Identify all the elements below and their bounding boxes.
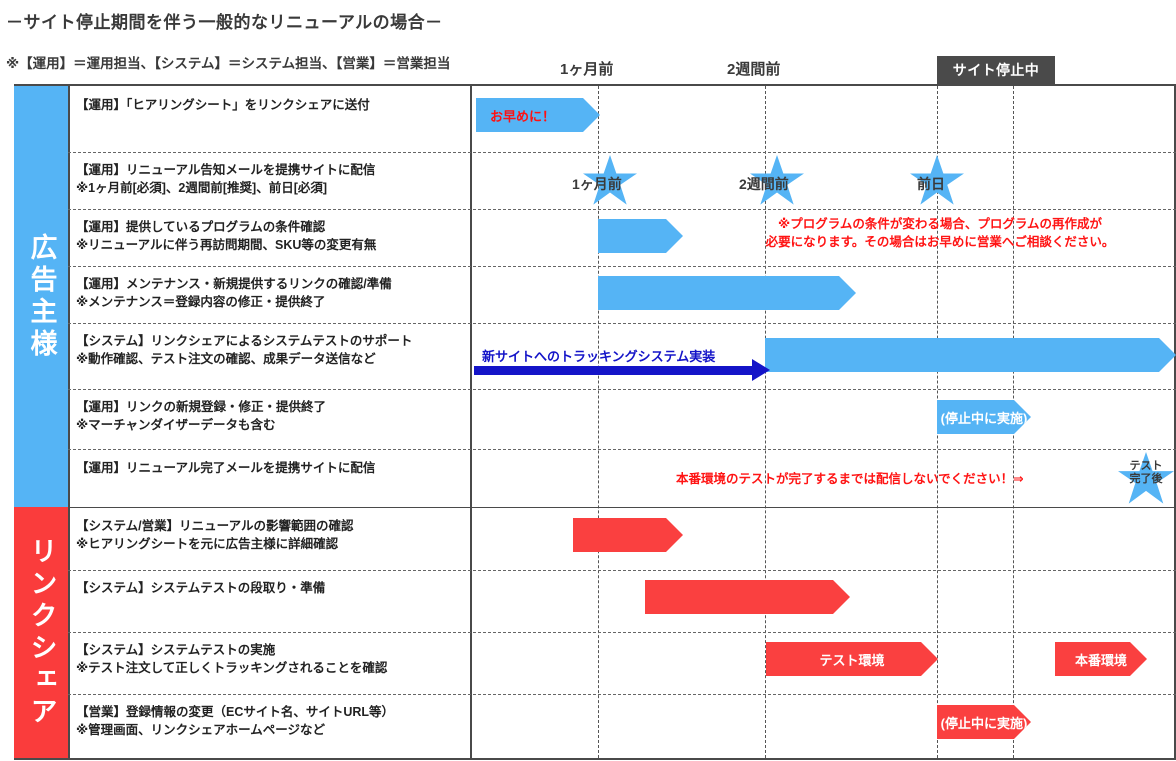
star-label-2weeks: 2週間前 [739, 176, 789, 192]
grid-top-border [14, 84, 1176, 86]
tracking-implementation-arrow-head [752, 359, 770, 381]
row-separator [68, 694, 1176, 695]
row-label-4: 【システム】リンクシェアによるシステムテストのサポート ※動作確認、テスト注文の… [76, 332, 476, 368]
row-title: 【システム/営業】リニューアルの影響範囲の確認 [76, 519, 354, 533]
row-title: 【運用】リニューアル告知メールを提携サイトに配信 [76, 163, 376, 177]
group-band-linkshare: リンクシェア [14, 507, 68, 758]
star-label-1month: 1ヶ月前 [572, 176, 622, 192]
row-label-1: 【運用】リニューアル告知メールを提携サイトに配信 ※1ヶ月前[必須]、2週間前[… [76, 161, 468, 197]
bar-test-environment[interactable]: テスト環境 [766, 642, 938, 676]
bar-production-environment[interactable]: 本番環境 [1055, 642, 1147, 676]
bar-label: (停止中に実施) [940, 715, 1028, 731]
label-column-divider [68, 86, 70, 758]
bar-label: (停止中に実施) [940, 410, 1028, 426]
row-title: 【システム】システムテストの段取り・準備 [76, 581, 326, 595]
row-separator [68, 570, 1176, 571]
legend-note: ※【運用】＝運用担当、【システム】＝システム担当、【営業】＝営業担当 [6, 56, 451, 71]
row-separator [68, 389, 1176, 390]
star-label-line1: テスト [1129, 460, 1163, 472]
row-title: 【営業】登録情報の変更（ECサイト名、サイトURL等） [76, 705, 395, 719]
bar-label: お早めに！ [490, 108, 556, 124]
row-title: 【運用】「ヒアリングシート」をリンクシェアに送付 [76, 98, 370, 112]
row-subtitle: ※リニューアルに伴う再訪問期間、SKU等の変更有無 [76, 238, 377, 253]
row-label-8: 【システム】システムテストの段取り・準備 [76, 579, 468, 597]
page-title: －サイト停止期間を伴う一般的なリニューアルの場合－ [6, 13, 443, 32]
bar-impact-scope-check[interactable] [573, 518, 683, 552]
group-label-advertiser: 広告主様 [26, 232, 57, 361]
row-subtitle: ※1ヶ月前[必須]、2週間前[推奨]、前日[必須] [76, 181, 328, 196]
star-label-test-complete: テスト 完了後 [1118, 460, 1174, 485]
star-label-line2: 完了後 [1129, 472, 1163, 485]
star-label-previous-day: 前日 [917, 176, 945, 192]
row-separator [68, 209, 1176, 210]
note-program-warning: ※プログラムの条件が変わる場合、プログラムの再作成が 必要になります。その場合は… [706, 216, 1174, 252]
tracking-implementation-arrow-line [474, 366, 752, 375]
row-separator [68, 449, 1176, 450]
bar-link-registration-during-stop[interactable]: (停止中に実施) [937, 400, 1031, 434]
row-title: 【運用】リンクの新規登録・修正・提供終了 [76, 400, 327, 414]
bar-registration-change-during-stop[interactable]: (停止中に実施) [937, 705, 1031, 739]
tracking-implementation-label: 新サイトへのトラッキングシステム実装 [482, 349, 716, 364]
row-title: 【運用】提供しているプログラムの条件確認 [76, 220, 326, 234]
row-separator [68, 323, 1176, 324]
bar-label: テスト環境 [819, 652, 885, 668]
row-label-5: 【運用】リンクの新規登録・修正・提供終了 ※マーチャンダイザーデータも含む [76, 398, 468, 434]
bar-label: 本番環境 [1074, 652, 1127, 668]
row-separator [68, 632, 1176, 633]
bar-system-test-support[interactable] [765, 338, 1176, 372]
row-separator [68, 152, 1176, 153]
note-line-2: 必要になります。その場合はお早めに営業へご相談ください。 [765, 234, 1115, 249]
gridline-1month [598, 86, 599, 758]
row-label-2: 【運用】提供しているプログラムの条件確認 ※リニューアルに伴う再訪問期間、SKU… [76, 218, 468, 254]
timeline-tick-1month: 1ヶ月前 [560, 61, 614, 78]
row-title: 【システム】リンクシェアによるシステムテストのサポート [76, 334, 413, 348]
row-label-3: 【運用】メンテナンス・新規提供するリンクの確認/準備 ※メンテナンス＝登録内容の… [76, 275, 468, 311]
note-line-1: ※プログラムの条件が変わる場合、プログラムの再作成が [778, 217, 1102, 231]
row-label-7: 【システム/営業】リニューアルの影響範囲の確認 ※ヒアリングシートを元に広告主様… [76, 517, 468, 553]
row-subtitle: ※管理画面、リンクシェアホームページなど [76, 723, 326, 738]
group-label-linkshare: リンクシェア [26, 536, 57, 729]
bar-program-condition-check[interactable] [598, 219, 683, 253]
note-mail-warning: 本番環境のテストが完了するまでは配信しないでください！⇒ [676, 472, 1024, 486]
row-subtitle: ※テスト注文して正しくトラッキングされることを確認 [76, 661, 388, 676]
bar-maintenance-link-prep[interactable] [598, 276, 856, 310]
row-label-0: 【運用】「ヒアリングシート」をリンクシェアに送付 [76, 96, 468, 114]
gridline-2weeks [765, 86, 766, 758]
row-label-6: 【運用】リニューアル完了メールを提携サイトに配信 [76, 459, 468, 477]
row-label-10: 【営業】登録情報の変更（ECサイト名、サイトURL等） ※管理画面、リンクシェア… [76, 703, 468, 739]
row-separator-group [68, 507, 1176, 508]
group-band-advertiser: 広告主様 [14, 86, 68, 507]
grid-bottom-border [14, 758, 1176, 760]
row-separator [68, 266, 1176, 267]
row-subtitle: ※メンテナンス＝登録内容の修正・提供終了 [76, 295, 326, 310]
bar-system-test-prep[interactable] [645, 580, 850, 614]
right-border [1174, 86, 1176, 758]
bar-hearing-sheet[interactable]: お早めに！ [476, 98, 600, 132]
timeline-start-divider [470, 86, 472, 758]
row-title: 【システム】システムテストの実施 [76, 643, 276, 657]
row-label-9: 【システム】システムテストの実施 ※テスト注文して正しくトラッキングされることを… [76, 641, 468, 677]
row-subtitle: ※動作確認、テスト注文の確認、成果データ送信など [76, 352, 376, 367]
site-stop-band: サイト停止中 [937, 56, 1055, 84]
row-subtitle: ※マーチャンダイザーデータも含む [76, 418, 276, 433]
timeline-tick-2weeks: 2週間前 [727, 61, 781, 78]
row-title: 【運用】メンテナンス・新規提供するリンクの確認/準備 [76, 277, 392, 291]
row-title: 【運用】リニューアル完了メールを提携サイトに配信 [76, 461, 376, 475]
row-subtitle: ※ヒアリングシートを元に広告主様に詳細確認 [76, 537, 339, 552]
